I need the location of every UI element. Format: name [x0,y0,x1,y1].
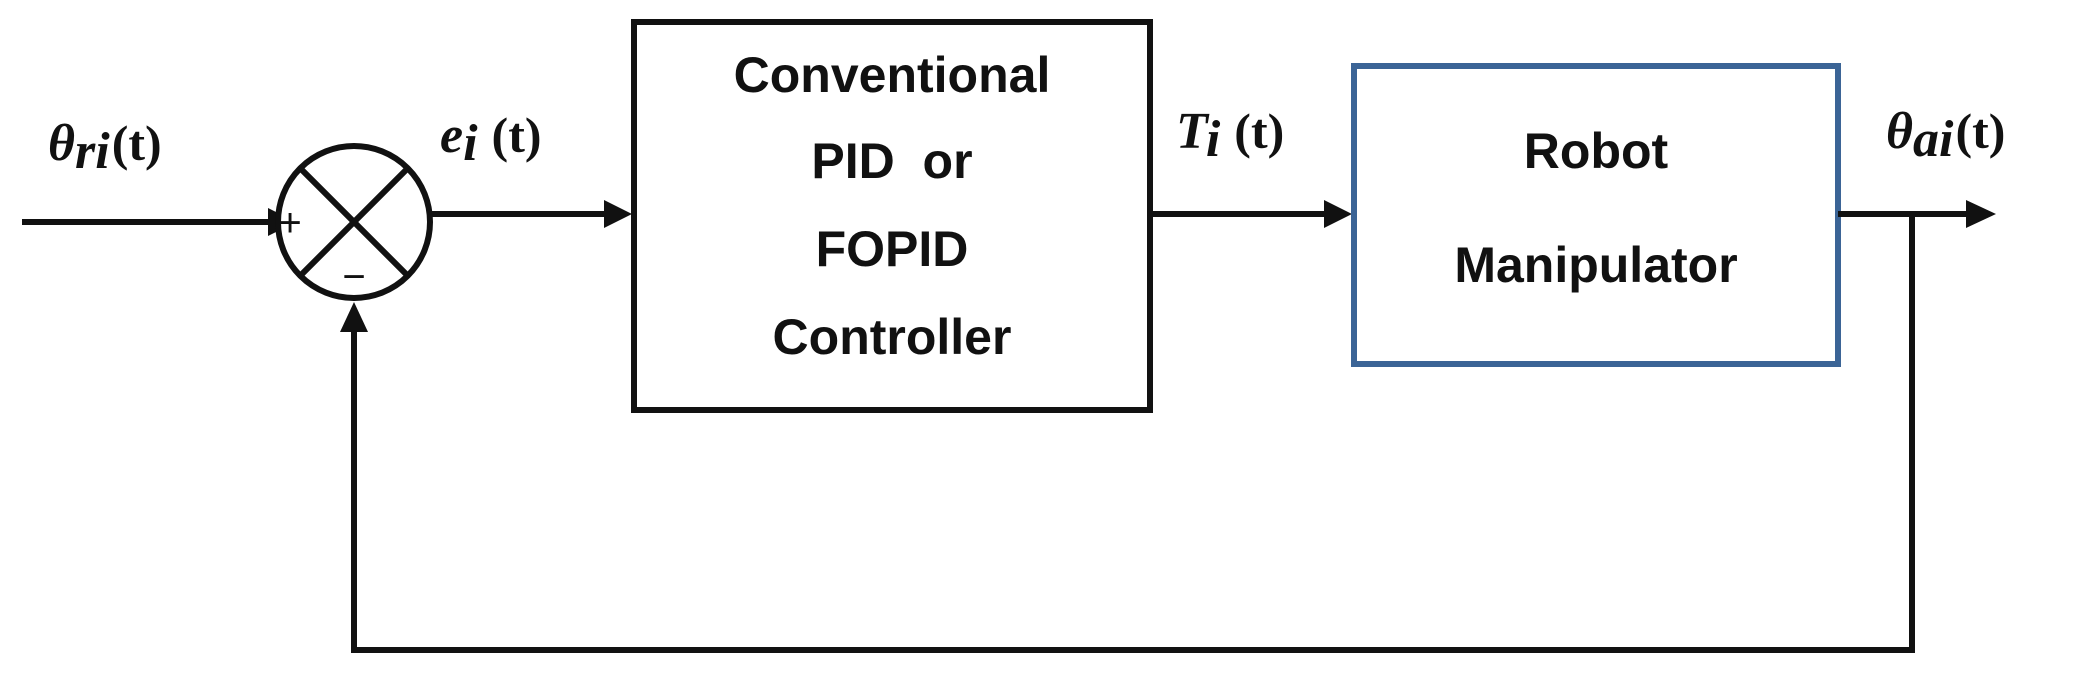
plant-line-2: Manipulator [1454,237,1737,293]
output-arrowhead [1966,200,1996,228]
output-signal-label: θai(t) [1886,103,2005,168]
reference-signal-label: θri(t) [48,115,162,180]
error-arrowhead [604,200,632,228]
feedback-arrowhead [340,302,368,332]
controller-line-3: FOPID [816,221,969,277]
torque-arrowhead [1324,200,1352,228]
controller-block: Conventional PID or FOPID Controller [631,19,1153,413]
minus-sign: − [342,255,365,299]
summing-junction: + − [275,143,433,301]
plus-sign: + [278,201,301,245]
error-signal-label: ei(t) [440,107,542,172]
torque-signal-label: Ti(t) [1176,103,1284,168]
controller-line-2: PID or [811,133,972,189]
controller-line-4: Controller [773,309,1012,365]
feedback-path [351,214,1915,653]
controller-line-1: Conventional [734,47,1051,103]
robot-manipulator-block: Robot Manipulator [1351,63,1841,367]
plant-line-1: Robot [1524,123,1669,179]
